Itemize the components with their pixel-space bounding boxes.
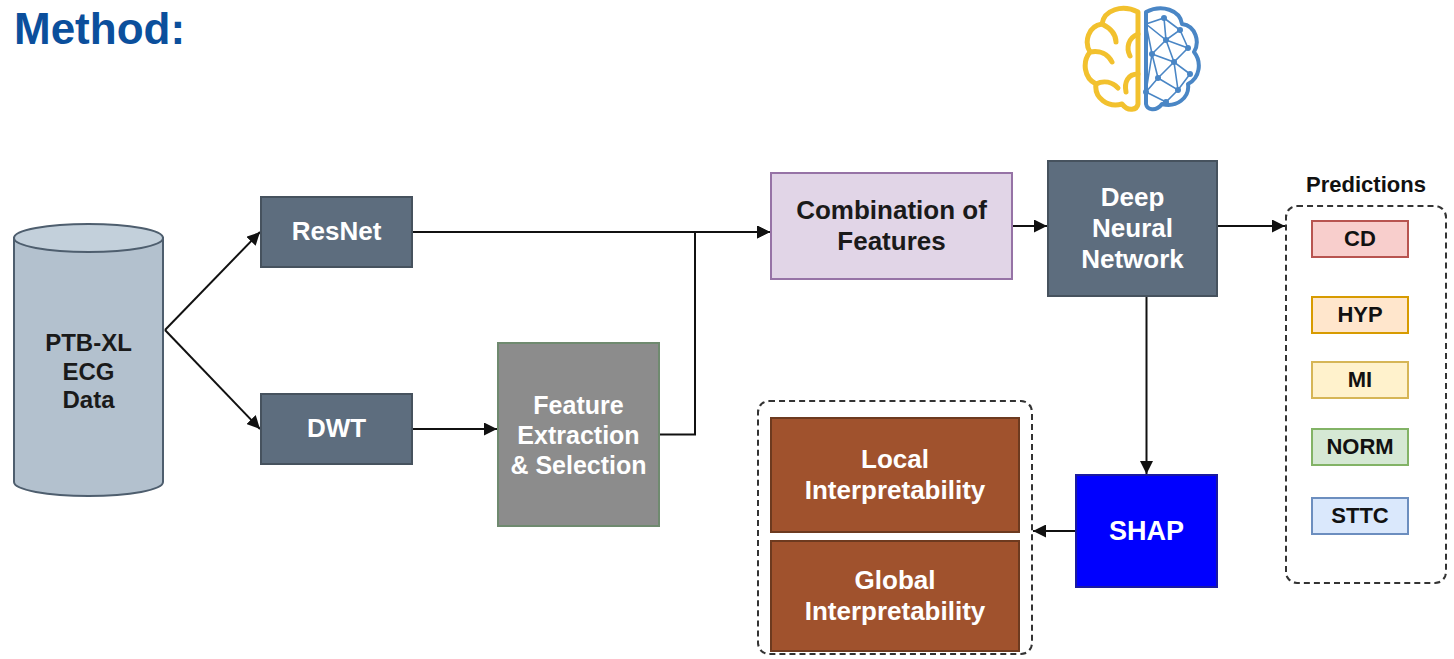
database-cylinder: PTB-XL ECG Data <box>12 222 165 498</box>
connector-arrow <box>660 232 770 435</box>
node-label: Combination of Features <box>792 195 992 257</box>
shap-box: SHAP <box>1075 474 1218 588</box>
node-label: Predictions <box>1306 172 1426 198</box>
connector-arrow <box>165 330 260 429</box>
connector-arrow <box>1033 530 1075 532</box>
interpretability-box: Local Interpretability <box>770 417 1020 533</box>
class-box: NORM <box>1311 428 1409 466</box>
process-box: Combination of Features <box>770 172 1013 280</box>
title: Method: <box>14 4 185 54</box>
class-box: STTC <box>1311 497 1409 535</box>
node-label: NORM <box>1326 434 1393 460</box>
node-label: STTC <box>1331 503 1388 529</box>
process-box: Feature Extraction & Selection <box>497 342 660 527</box>
class-box: MI <box>1311 361 1409 399</box>
brain-icon <box>1082 4 1202 112</box>
connector-arrow <box>1218 225 1285 227</box>
predictions-group: PredictionsCD HYP MI NORM STTC <box>1285 172 1447 584</box>
node-label: SHAP <box>1109 515 1184 547</box>
model-box: Deep Neural Network <box>1047 160 1218 297</box>
node-label: Global Interpretability <box>778 565 1012 627</box>
class-box: CD <box>1311 220 1409 258</box>
node-label: ResNet <box>292 216 382 247</box>
dashed-group: Local InterpretabilityGlobal Interpretab… <box>757 400 1033 655</box>
node-label: Deep Neural Network <box>1058 182 1208 276</box>
interpretability-box: Global Interpretability <box>770 540 1020 652</box>
node-label: Feature Extraction & Selection <box>505 390 652 480</box>
node-label: PTB-XL ECG Data <box>41 329 137 415</box>
node-label: CD <box>1344 226 1376 252</box>
connector-arrow <box>165 232 260 330</box>
node-label: Local Interpretability <box>778 444 1012 506</box>
node-label: HYP <box>1337 302 1382 328</box>
connector-arrow <box>413 428 497 430</box>
process-box: ResNet <box>260 196 413 268</box>
node-label: MI <box>1348 367 1372 393</box>
node-label: DWT <box>307 413 366 444</box>
process-box: DWT <box>260 393 413 465</box>
connector-arrow <box>1146 297 1148 474</box>
class-box: HYP <box>1311 296 1409 334</box>
connector-arrow <box>1013 225 1047 227</box>
